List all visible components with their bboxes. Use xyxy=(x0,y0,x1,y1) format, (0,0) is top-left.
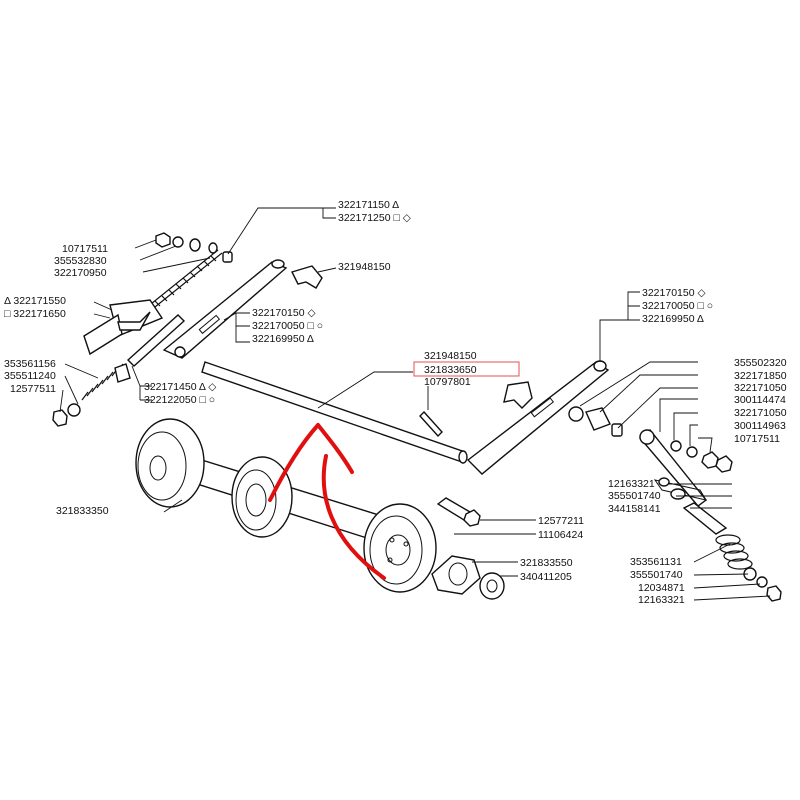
red-curved-arrow xyxy=(268,423,386,580)
label-355511240: 355511240 xyxy=(4,370,56,382)
label-10717511-right: 10717511 xyxy=(734,433,780,445)
label-321833650: 321833650 xyxy=(424,364,477,376)
pin-10797801 xyxy=(419,410,443,438)
right-spring-assembly xyxy=(638,429,782,602)
top-left-assembly xyxy=(52,232,323,427)
label-322169950-left: 322169950 Δ xyxy=(252,333,314,345)
label-300114963: 300114963 xyxy=(734,420,786,432)
label-322169950-right: 322169950 Δ xyxy=(642,313,704,325)
nut-12163321-top xyxy=(715,455,733,473)
label-340411205: 340411205 xyxy=(520,571,572,583)
label-10717511-tl: 10717511 xyxy=(62,243,108,255)
label-322170150-right: 322170150 ◇ xyxy=(642,287,706,299)
label-322171850: 322171850 xyxy=(734,370,787,382)
flange-bore xyxy=(448,562,468,586)
label-10797801: 10797801 xyxy=(424,376,471,388)
label-355532830: 355532830 xyxy=(54,255,107,267)
washer-ring xyxy=(189,238,201,252)
washer-355502320 xyxy=(568,406,584,422)
bracket-plate xyxy=(83,313,123,356)
label-322171150: 322171150 Δ xyxy=(338,199,399,211)
nut-12577211 xyxy=(463,509,481,527)
label-300114474: 300114474 xyxy=(734,394,786,406)
spring-cap xyxy=(114,363,131,383)
bearing-bore xyxy=(486,579,498,593)
nut-12163321-b xyxy=(766,585,782,602)
label-12577211: 12577211 xyxy=(538,515,584,527)
label-12577511: 12577511 xyxy=(10,383,56,395)
washer-12034871 xyxy=(756,576,768,588)
lever-eye xyxy=(174,346,186,358)
label-12034871: 12034871 xyxy=(638,582,685,594)
nut-12577511 xyxy=(52,409,68,427)
lever-right-top xyxy=(593,360,607,372)
label-12163321-a: 12163321 xyxy=(608,478,655,490)
label-321948150-mid: 321948150 xyxy=(424,350,477,362)
label-321948150-top: 321948150 xyxy=(338,261,391,273)
bearing-340411205 xyxy=(479,572,505,600)
label-322122050: 322122050 □ ○ xyxy=(144,394,215,406)
bracket-arrow xyxy=(117,311,151,331)
washer-355501740-a xyxy=(670,488,686,500)
label-322171550: Δ 322171550 xyxy=(4,295,66,307)
clip-321948150-top xyxy=(291,265,323,289)
spring-353561131 xyxy=(715,534,753,570)
label-321833350: 321833350 xyxy=(56,505,109,517)
rod-end xyxy=(458,450,468,464)
washer-355532830 xyxy=(172,236,184,248)
label-322170050-right: 322170050 □ ○ xyxy=(642,300,713,312)
nut-10717511 xyxy=(155,232,171,248)
axle-assembly xyxy=(135,418,505,600)
lever-right-slot xyxy=(530,397,555,418)
label-322170950: 322170950 xyxy=(54,267,107,279)
label-353561131: 353561131 xyxy=(630,556,682,568)
rod-assembly xyxy=(201,360,623,475)
label-322171250: 322171250 □ ◇ xyxy=(338,212,412,224)
washer-300114963 xyxy=(670,440,682,452)
rod-322171450 xyxy=(126,314,186,367)
lever-322170150-right xyxy=(466,361,610,475)
label-355501740-a: 355501740 xyxy=(608,490,661,502)
lever-pivot-top xyxy=(271,259,285,269)
label-322170050-left: 322170050 □ ○ xyxy=(252,320,323,332)
label-322171050-a: 322171050 xyxy=(734,382,787,394)
part-number-labels: 322171150 Δ 322171250 □ ◇ 10717511 35553… xyxy=(4,199,787,606)
sleeve-344158141 xyxy=(682,502,728,535)
clip-321948150-mid xyxy=(503,381,533,409)
label-322171650: □ 322171650 xyxy=(4,308,66,320)
threaded-rod-322170950 xyxy=(145,249,223,312)
label-12163321-b: 12163321 xyxy=(638,594,685,606)
washer-322171050b xyxy=(686,446,698,458)
label-322171450: 322171450 Δ ◇ xyxy=(144,381,217,393)
label-353561156: 353561156 xyxy=(4,358,56,370)
bolt-head xyxy=(639,429,655,445)
bushing-322171150 xyxy=(222,251,233,263)
label-355501740-b: 355501740 xyxy=(630,569,683,581)
label-344158141: 344158141 xyxy=(608,503,661,515)
label-322170150-left: 322170150 ◇ xyxy=(252,307,316,319)
leader-lines xyxy=(59,207,771,601)
label-11106424: 11106424 xyxy=(538,529,583,541)
washer-small xyxy=(208,242,218,254)
highlight-box-321833650 xyxy=(413,361,520,377)
nut-12163321-a xyxy=(658,477,670,487)
drum-left xyxy=(135,418,205,508)
label-355502320: 355502320 xyxy=(734,357,787,369)
plate-shape xyxy=(653,479,708,501)
lever-slot xyxy=(198,314,221,335)
flange-bearing xyxy=(431,555,481,595)
spring-353561156 xyxy=(81,363,124,401)
drum-middle xyxy=(231,456,293,538)
label-321833550: 321833550 xyxy=(520,557,573,569)
bushing-322171850 xyxy=(585,407,611,431)
label-322171050-b: 322171050 xyxy=(734,407,787,419)
washer-355511240 xyxy=(67,403,81,417)
drum-right-321833550 xyxy=(363,503,437,593)
